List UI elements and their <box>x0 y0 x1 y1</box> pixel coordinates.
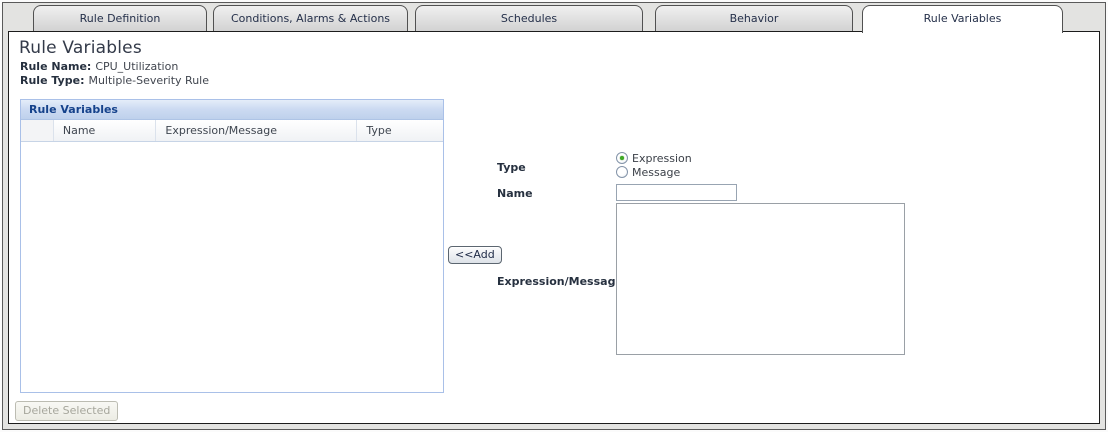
type-option-expression[interactable]: Expression <box>616 151 692 165</box>
table-title: Rule Variables <box>21 100 443 120</box>
rule-name-label: Rule Name: <box>20 60 92 73</box>
message-radio[interactable] <box>616 166 628 178</box>
tab-behavior[interactable]: Behavior <box>655 5 853 31</box>
rule-type-row: Rule Type:Multiple-Severity Rule <box>20 74 209 87</box>
expression-radio-label: Expression <box>632 151 692 165</box>
expression-radio[interactable] <box>616 152 628 164</box>
column-header-select <box>21 120 54 141</box>
rule-variables-table: Rule Variables Name Expression/Message T… <box>20 99 444 393</box>
table-header-row: Name Expression/Message Type <box>21 120 443 142</box>
name-input[interactable] <box>616 184 737 201</box>
rule-name-row: Rule Name:CPU_Utilization <box>20 60 178 73</box>
rule-type-value: Multiple-Severity Rule <box>88 74 210 87</box>
name-label: Name <box>497 187 533 200</box>
expression-message-label: Expression/Message <box>497 275 623 288</box>
message-radio-label: Message <box>632 165 681 179</box>
delete-selected-button[interactable]: Delete Selected <box>15 401 119 421</box>
rule-type-label: Rule Type: <box>20 74 85 87</box>
type-option-message[interactable]: Message <box>616 165 680 179</box>
table-body-empty[interactable] <box>21 142 443 392</box>
tab-rule-variables[interactable]: Rule Variables <box>862 5 1063 33</box>
tab-rule-definition[interactable]: Rule Definition <box>33 5 207 31</box>
column-header-type[interactable]: Type <box>366 124 392 137</box>
rule-name-value: CPU_Utilization <box>95 60 179 73</box>
tab-conditions-alarms-actions[interactable]: Conditions, Alarms & Actions <box>213 5 408 31</box>
column-header-expression-message[interactable]: Expression/Message <box>156 120 358 141</box>
tab-schedules[interactable]: Schedules <box>415 5 643 31</box>
type-label: Type <box>497 161 526 174</box>
page-title: Rule Variables <box>19 38 142 58</box>
column-header-name[interactable]: Name <box>54 120 157 141</box>
expression-message-textarea[interactable] <box>616 203 905 355</box>
add-button[interactable]: <<Add <box>448 246 502 264</box>
